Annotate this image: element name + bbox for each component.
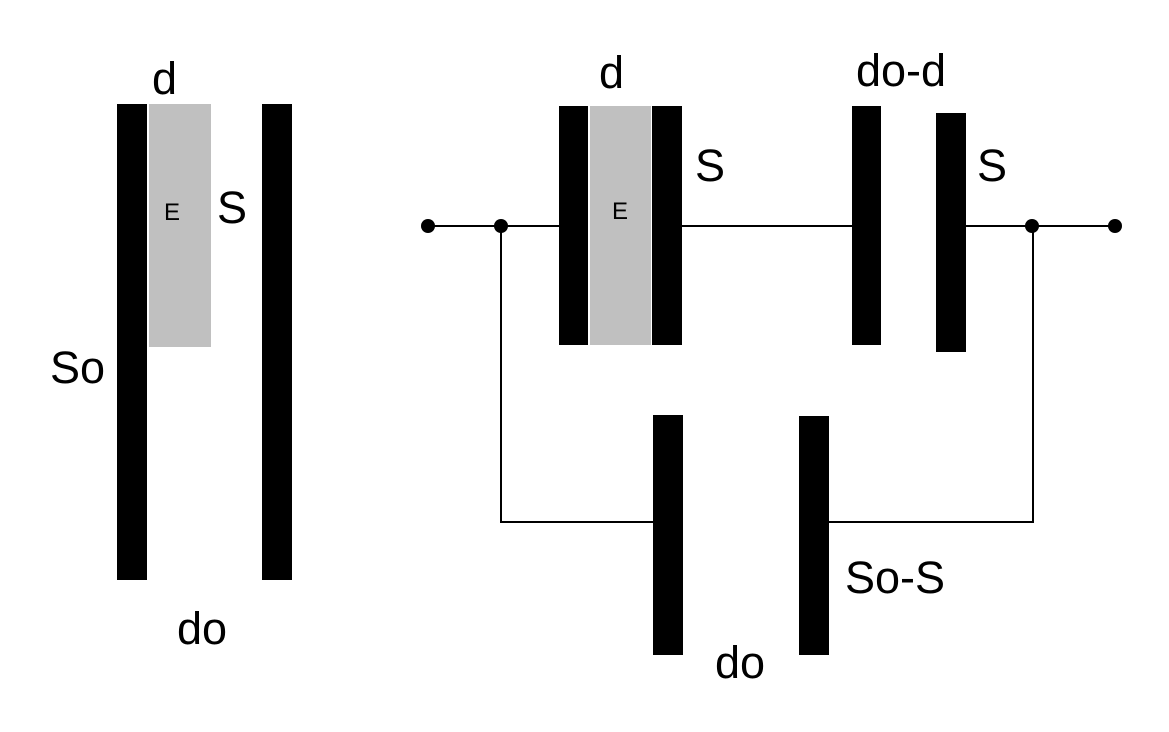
cap3-bottom-label: do [715,637,766,688]
dielectric-slab [149,104,211,347]
label-plate-area: So [50,342,106,393]
wire-branch-bottom-left [500,521,654,523]
label-plate-separation: do [177,603,228,654]
cap2-top-label: do-d [856,45,947,96]
wire-terminal-to-cap1 [428,225,560,227]
wire-right-branch-up [1032,226,1034,522]
label-dielectric-material: E [164,199,181,226]
right-plate [262,104,292,580]
cap2-right-plate [936,113,966,352]
cap1-side-label: S [695,140,726,191]
cap3-side-label: So-S [845,552,946,603]
cap1-right-plate [652,106,682,345]
wire-branch-bottom-right [828,521,1034,523]
label-dielectric-area: S [217,182,248,233]
cap1-dielectric [590,106,651,345]
cap2-side-label: S [977,140,1008,191]
wire-node-to-terminal [1032,225,1116,227]
wire-cap2-to-node [965,225,1033,227]
cap2-left-plate [852,106,881,345]
label-dielectric-thickness: d [152,53,178,104]
cap1-fill-label: E [612,198,629,225]
wire-cap1-to-cap2 [681,225,853,227]
wire-left-branch-down [500,226,502,522]
left-plate [117,104,147,580]
cap3-left-plate [653,415,683,655]
cap1-top-label: d [599,47,625,98]
cap1-left-plate [559,106,588,345]
cap3-right-plate [799,416,829,655]
